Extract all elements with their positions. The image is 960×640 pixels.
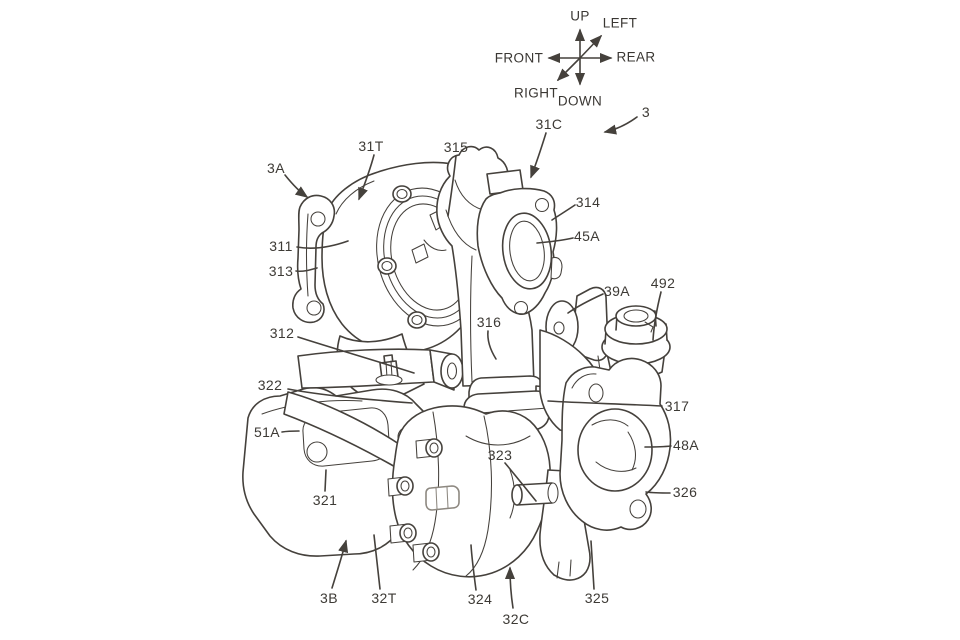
ref-label-324: 324	[467, 591, 493, 607]
ref-label-3B: 3B	[320, 590, 338, 606]
ref-label-492: 492	[650, 275, 676, 291]
ref-label-314: 314	[575, 194, 601, 210]
ref-label-48A: 48A	[672, 437, 700, 453]
ref-label-312: 312	[269, 325, 295, 341]
ref-label-311: 311	[269, 238, 293, 254]
compass-left-label: LEFT	[602, 15, 638, 31]
ref-label-317: 317	[664, 398, 690, 414]
compass-up-label: UP	[570, 8, 590, 24]
ref-label-31T: 31T	[358, 138, 384, 154]
ref-label-3A: 3A	[267, 160, 285, 176]
ref-label-323: 323	[487, 447, 513, 463]
compass-rear-label: REAR	[616, 49, 656, 65]
ref-label-315: 315	[443, 139, 469, 155]
ref-label-32T: 32T	[371, 590, 397, 606]
turbine-inlet-flange-drawing	[292, 194, 336, 324]
ref-label-316: 316	[476, 314, 502, 330]
ref-label-326: 326	[672, 484, 698, 500]
compass-down-label: DOWN	[557, 93, 603, 109]
stud-bolt	[375, 354, 403, 386]
ref-label-45A: 45A	[573, 228, 601, 244]
compass-front-label: FRONT	[494, 50, 544, 66]
ref-label-313: 313	[268, 263, 294, 279]
orientation-compass-arrows	[547, 28, 613, 86]
flange-bolt	[377, 185, 427, 329]
ref-label-31C: 31C	[535, 116, 563, 132]
ref-label-51A: 51A	[253, 424, 281, 440]
compressor-housing-drawing	[387, 405, 551, 578]
ref-label-325: 325	[584, 590, 610, 606]
outlet-flange-drawing	[476, 187, 563, 316]
ref-label-322: 322	[257, 377, 283, 393]
housing-bolt	[387, 438, 443, 563]
leader-lines	[281, 116, 672, 609]
through-bolt	[511, 482, 559, 506]
ref-label-3: 3	[641, 104, 651, 120]
ref-label-321: 321	[312, 492, 338, 508]
ref-label-39A: 39A	[603, 283, 631, 299]
compass-right-label: RIGHT	[514, 85, 558, 101]
drain-plug	[425, 485, 460, 511]
turbine-outlet-flange-drawing	[559, 357, 672, 531]
ref-label-32C: 32C	[502, 611, 530, 627]
